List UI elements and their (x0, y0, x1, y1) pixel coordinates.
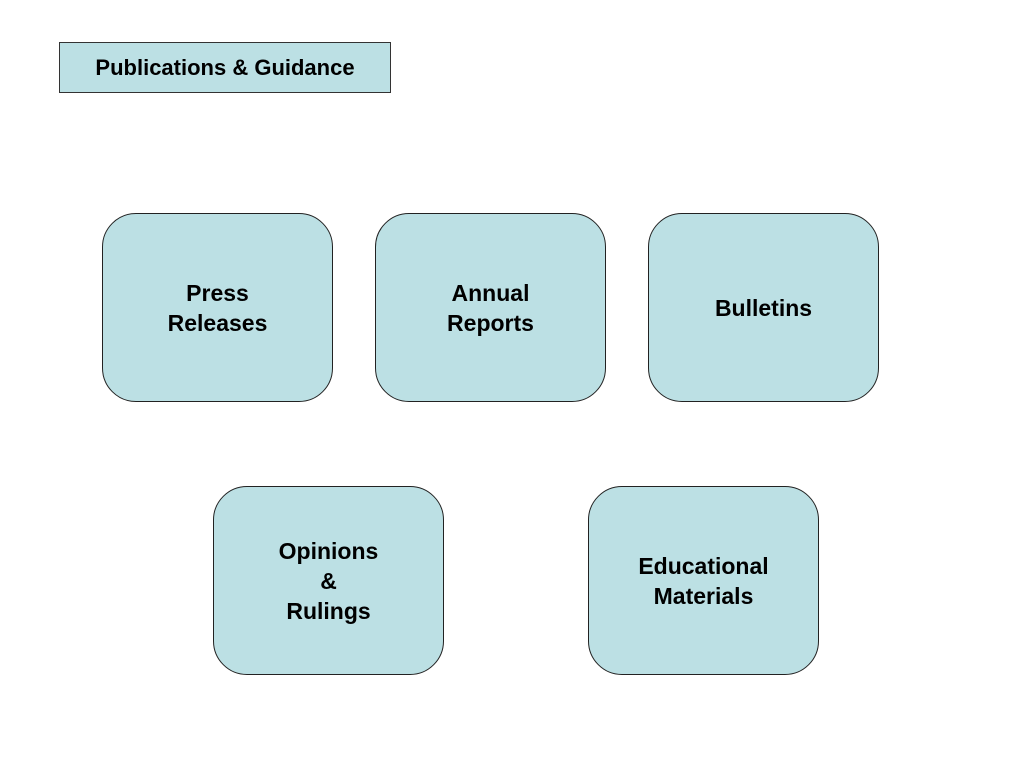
card-label-line: Releases (167, 309, 268, 336)
card-label-line: Rulings (286, 597, 371, 624)
card-label-line: Reports (447, 309, 534, 336)
opinions-rulings-card[interactable]: Opinions & Rulings (213, 486, 444, 675)
educational-materials-card[interactable]: Educational Materials (588, 486, 819, 675)
annual-reports-card[interactable]: Annual Reports (375, 213, 606, 402)
card-label-line: Educational (638, 552, 769, 579)
card-label-line: Annual (451, 279, 530, 306)
press-releases-card[interactable]: Press Releases (102, 213, 333, 402)
card-label-line: Materials (653, 582, 754, 609)
card-label-line: Opinions (278, 537, 379, 564)
title-box: Publications & Guidance (59, 42, 391, 93)
card-label-line: & (320, 567, 337, 594)
card-label-line: Bulletins (714, 294, 813, 321)
card-label-line: Press (186, 279, 249, 306)
page-title: Publications & Guidance (95, 54, 355, 80)
bulletins-card[interactable]: Bulletins (648, 213, 879, 402)
